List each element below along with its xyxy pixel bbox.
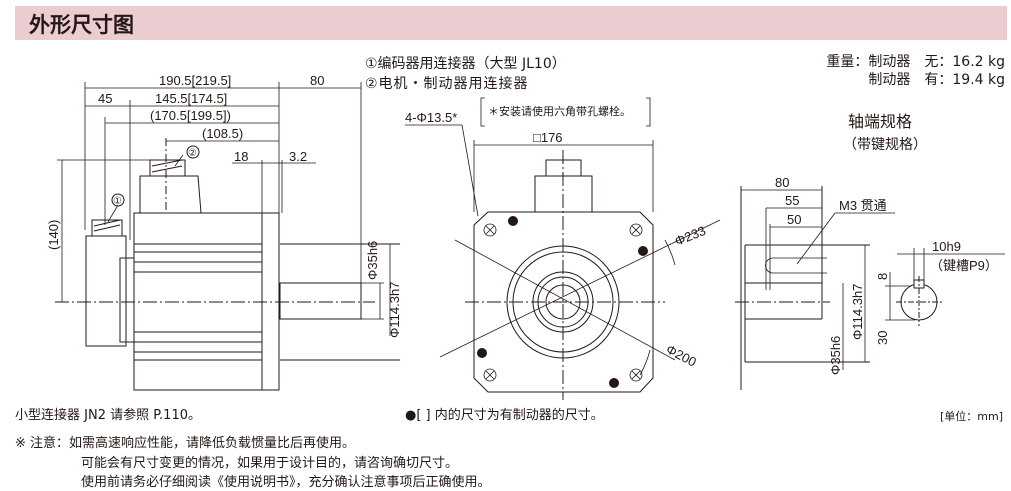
connector-note: 小型连接器 JN2 请参照 P.110。	[15, 408, 201, 423]
legend-item-1: ①编码器用连接器（大型 JL10）	[365, 56, 566, 72]
dim-connector2: (108.5)	[202, 126, 243, 141]
section-header: 外形尺寸图	[15, 6, 1007, 40]
dim-shaft-length: 80	[310, 73, 324, 88]
caution-note-2: 可能会有尺寸变更的情况，如果用于设计目的，请咨询确切尺寸。	[81, 456, 459, 471]
key-slot-note: （键槽P9）	[930, 258, 998, 273]
dim-shaft-dia: Φ35h6	[365, 241, 380, 280]
bolt-note: ＊安装请使用六角带孔螺栓。	[488, 105, 631, 118]
dim-pcd: Φ200	[664, 341, 699, 369]
dim-holes: 4-Φ13.5*	[405, 110, 457, 125]
shaft-spec-subtitle: （带键规格）	[843, 137, 927, 153]
shaft-detail-view: 80 55 50 M3 贯通 Φ114.3h7 Φ35h6 10h9 （键槽P9…	[735, 175, 1005, 390]
side-view: 190.5[219.5] 80 45 145.5[174.5] (170.5[1…	[46, 73, 402, 391]
dim-outer-dia: Φ233	[673, 223, 708, 249]
legend-item-2: ②电机・制动器用连接器	[365, 76, 529, 92]
dim-8: 8	[875, 273, 890, 280]
dim-rear: 45	[98, 91, 112, 106]
bracket-note: ●[ ] 内的尺寸为有制动器的尺寸。	[405, 408, 604, 423]
dim-key-width: 10h9	[932, 239, 961, 254]
page-title: 外形尺寸图	[29, 13, 134, 37]
unit-label: [单位：mm]	[939, 410, 1003, 423]
dim-total-length: 190.5[219.5]	[159, 73, 231, 88]
caution-note-3: 使用前请务必仔细阅读《使用说明书》，充分确认注意事项后正确使用。	[81, 475, 491, 490]
caution-note-1: ※ 注意：如需高速响应性能，请降低负载惯量比后再使用。	[15, 436, 356, 451]
dim-50: 50	[787, 212, 801, 227]
dim-height: (140)	[46, 220, 61, 250]
dim-80: 80	[775, 175, 789, 190]
dim-55: 55	[785, 193, 799, 208]
weight-with-brake: 制动器 有：19.4 kg	[868, 72, 1005, 88]
weight-no-brake: 重量：制动器 无：16.2 kg	[826, 54, 1005, 70]
front-view: □176 4-Φ13.5* Φ233 Φ200	[405, 97, 721, 400]
dim-spigot: Φ114.3h7	[387, 282, 402, 338]
tap-note: M3 贯通	[839, 198, 887, 213]
dim-3-2: 3.2	[289, 149, 307, 164]
dim-square: □176	[533, 130, 563, 145]
dim-shaft-dia-shaft: Φ35h6	[828, 336, 843, 375]
dim-18: 18	[234, 149, 248, 164]
marker-2: ②	[188, 148, 197, 159]
dim-30: 30	[875, 331, 890, 345]
dim-spigot-shaft: Φ114.3h7	[850, 284, 865, 340]
shaft-spec-title: 轴端规格	[848, 112, 913, 131]
marker-1: ①	[113, 196, 122, 207]
dim-body: 145.5[174.5]	[155, 91, 227, 106]
dim-encoder: (170.5[199.5])	[150, 108, 231, 123]
